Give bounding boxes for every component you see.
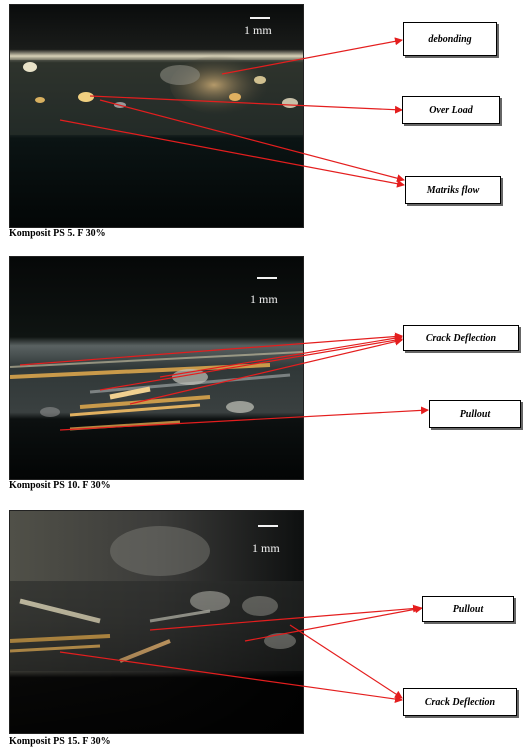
scale-bar: [258, 525, 278, 527]
scale-bar: [257, 277, 277, 279]
label-crack-deflection: Crack Deflection: [403, 688, 517, 716]
scale-label: 1 mm: [244, 23, 272, 37]
label-over-load: Over Load: [402, 96, 500, 124]
panel-caption-2: Komposit PS 10. F 30%: [9, 480, 111, 491]
micrograph-panel-3: 1 mm: [9, 510, 304, 734]
panel-caption-3: Komposit PS 15. F 30%: [9, 736, 111, 747]
label-pullout: Pullout: [429, 400, 521, 428]
panel-caption-1: Komposit PS 5. F 30%: [9, 228, 106, 239]
scale-bar: [250, 17, 270, 19]
scale-label: 1 mm: [250, 292, 278, 306]
micrograph-panel-2: 1 mm: [9, 256, 304, 480]
label-crack-deflection: Crack Deflection: [403, 325, 519, 351]
label-matriks-flow: Matriks flow: [405, 176, 501, 204]
label-debonding: debonding: [403, 22, 497, 56]
label-pullout: Pullout: [422, 596, 514, 622]
scale-label: 1 mm: [252, 541, 280, 555]
micrograph-panel-1: 1 mm: [9, 4, 304, 228]
micrograph-image-1: [10, 5, 303, 227]
micrograph-image-2: [10, 257, 303, 479]
